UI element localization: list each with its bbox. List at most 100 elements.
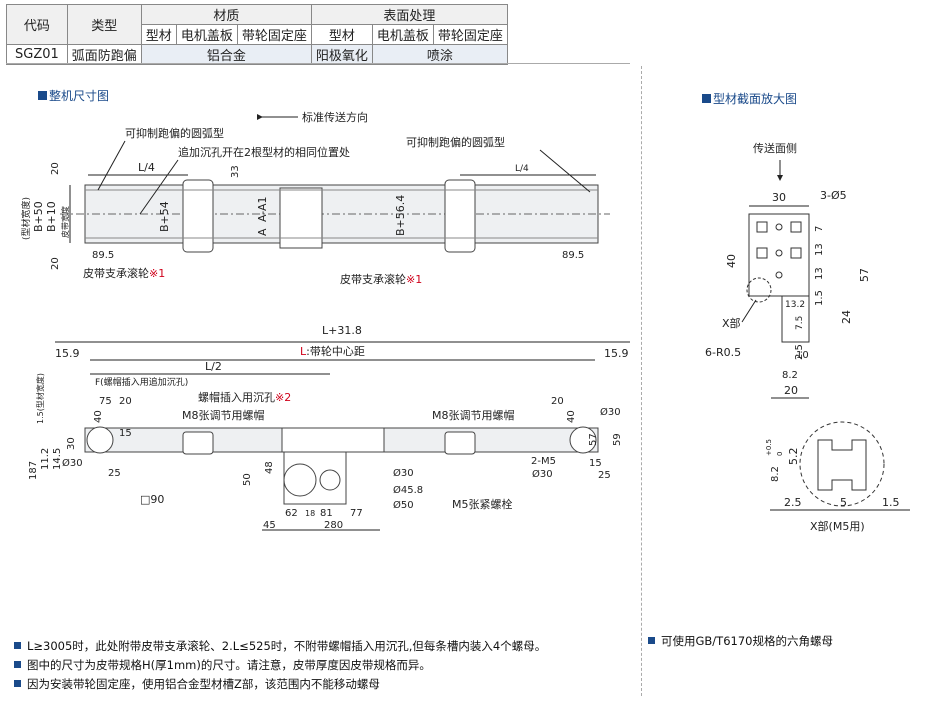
p-dim-7: 7 bbox=[814, 226, 825, 232]
p-dim-30: 30 bbox=[772, 191, 786, 204]
label-nut-hole: 螺帽插入用沉孔※2 bbox=[198, 390, 291, 404]
roller-text: 皮带支承滚轮 bbox=[83, 266, 149, 280]
dim-phi50: Ø50 bbox=[393, 499, 414, 511]
dim-18: 18 bbox=[305, 509, 315, 518]
dim-40-right: 40 bbox=[566, 410, 577, 423]
hole bbox=[775, 223, 783, 231]
cell-spray: 喷涂 bbox=[371, 44, 508, 65]
th-material: 材质 bbox=[140, 4, 312, 25]
p-dim-25: 2.5 bbox=[794, 344, 805, 360]
p-dim-r05: 6-R0.5 bbox=[705, 346, 741, 359]
p-dim-132: 13.2 bbox=[785, 300, 805, 310]
p-dim-3phi5: 3-Ø5 bbox=[820, 189, 847, 202]
side-view: L+31.8 L:带轮中心距 15.9 15.9 L/2 F(螺帽插入用追加沉孔… bbox=[28, 324, 630, 531]
d-dim-82: 8.2 bbox=[770, 466, 781, 482]
th-sub: 电机盖板 bbox=[371, 24, 434, 45]
slot bbox=[756, 247, 768, 259]
dim-20: 20 bbox=[119, 396, 132, 407]
dim-phi30c: Ø30 bbox=[532, 468, 553, 480]
slot bbox=[756, 221, 768, 233]
pulley-left bbox=[86, 426, 114, 454]
dim-l4-left: L/4 bbox=[138, 161, 155, 174]
p-dim-13b: 13 bbox=[814, 267, 825, 280]
label-m8-right: M8张调节用螺帽 bbox=[432, 409, 515, 422]
dim-40: 40 bbox=[93, 410, 104, 423]
dim-profile-width: (型材宽度) bbox=[20, 197, 32, 240]
d-dim-tol: +0.5 bbox=[765, 439, 773, 456]
side-roller-left bbox=[182, 431, 214, 455]
dim-48: 48 bbox=[264, 461, 275, 474]
profile-lower bbox=[781, 295, 810, 343]
side-roller-right bbox=[444, 431, 476, 455]
dim-50: 50 bbox=[242, 473, 253, 486]
p-dim-10: 10 bbox=[796, 350, 809, 361]
dim-75: 75 bbox=[99, 396, 112, 407]
dim-b564: B+56.4 bbox=[394, 195, 407, 236]
dim-20-top: 20 bbox=[50, 162, 61, 175]
label-f-note: F(螺帽插入用追加沉孔) bbox=[95, 376, 188, 388]
note-1: L≥3005时，此处附带皮带支承滚轮、2.L≤525时，不附带螺帽插入用沉孔,但… bbox=[14, 638, 546, 654]
p-x-part: X部 bbox=[722, 316, 741, 330]
dim-phi30: Ø30 bbox=[62, 457, 83, 469]
cell-type: 弧面防跑偏 bbox=[66, 44, 142, 65]
dim-45: 45 bbox=[263, 520, 276, 531]
dim-81: 81 bbox=[320, 508, 333, 519]
dim-57: 57 bbox=[588, 433, 599, 446]
label-arc-right: 可抑制跑偏的圆弧型 bbox=[406, 135, 505, 149]
l-red: L bbox=[300, 345, 307, 358]
square-bullet-icon bbox=[38, 91, 47, 100]
d-dim-52: 5.2 bbox=[787, 448, 800, 466]
dim-187: 187 bbox=[28, 461, 39, 480]
note-2: 图中的尺寸为皮带规格H(厚1mm)的尺寸。请注意，皮带厚度因皮带规格而异。 bbox=[14, 657, 431, 673]
d-dim-25: 2.5 bbox=[784, 496, 802, 509]
section-overall: 整机尺寸图 bbox=[38, 87, 109, 104]
dim-b54: B+54 bbox=[158, 201, 171, 232]
p-dim-24: 24 bbox=[840, 310, 853, 324]
dim-15: 15 bbox=[119, 428, 132, 439]
d-dim-tol0: 0 bbox=[776, 452, 784, 456]
dim-20-bottom: 20 bbox=[50, 257, 61, 270]
dim-phi30-right: Ø30 bbox=[600, 406, 621, 418]
dim-112: 11.2 bbox=[40, 448, 51, 470]
dim-b10: B+10 bbox=[45, 201, 58, 232]
leader bbox=[97, 140, 126, 191]
motor-pulley bbox=[283, 463, 317, 497]
th-surface: 表面处理 bbox=[310, 4, 508, 25]
dim-a-a1: A-A1 bbox=[256, 196, 269, 222]
dim-l2: L/2 bbox=[205, 360, 222, 373]
th-sub: 型材 bbox=[310, 24, 373, 45]
dim-30: 30 bbox=[66, 437, 77, 450]
th-code: 代码 bbox=[6, 4, 68, 45]
hole bbox=[775, 249, 783, 257]
mark-2: ※2 bbox=[275, 391, 291, 404]
square-bullet-icon bbox=[14, 642, 21, 649]
drive-pulley bbox=[319, 469, 341, 491]
direction-label: 标准传送方向 bbox=[302, 110, 368, 124]
dim-l4-right: L/4 bbox=[515, 164, 529, 174]
divider bbox=[6, 63, 630, 64]
motor-mount bbox=[281, 427, 385, 453]
motor-plate bbox=[279, 187, 323, 249]
square-bullet-icon bbox=[14, 661, 21, 668]
label-conveying-side: 传送面侧 bbox=[753, 141, 797, 155]
detail-slot bbox=[817, 439, 867, 491]
support-roller-right bbox=[444, 179, 476, 253]
dim-25: 25 bbox=[108, 468, 121, 479]
l-text: :带轮中心距 bbox=[306, 344, 365, 358]
dim-b50: B+50 bbox=[32, 201, 45, 232]
dim-a: A bbox=[256, 228, 269, 236]
cell-alloy: 铝合金 bbox=[140, 44, 312, 65]
top-view: 标准传送方向 可抑制跑偏的圆弧型 追加沉孔开在2根型材的相同位置处 可抑制跑偏的… bbox=[20, 110, 610, 286]
dim-159-right: 15.9 bbox=[604, 347, 629, 360]
label-m5: M5张紧螺栓 bbox=[452, 497, 513, 511]
dim-center-distance: L:带轮中心距 bbox=[300, 344, 365, 358]
dim-159-left: 15.9 bbox=[55, 347, 80, 360]
dim-895-right: 89.5 bbox=[562, 250, 584, 261]
p-dim-13a: 13 bbox=[814, 243, 825, 256]
dim-phi458: Ø45.8 bbox=[393, 484, 423, 496]
pulley-right bbox=[569, 426, 597, 454]
d-dim-5: 5 bbox=[840, 496, 847, 509]
leader bbox=[139, 159, 179, 215]
label-roller-right: 皮带支承滚轮※1 bbox=[340, 272, 422, 286]
